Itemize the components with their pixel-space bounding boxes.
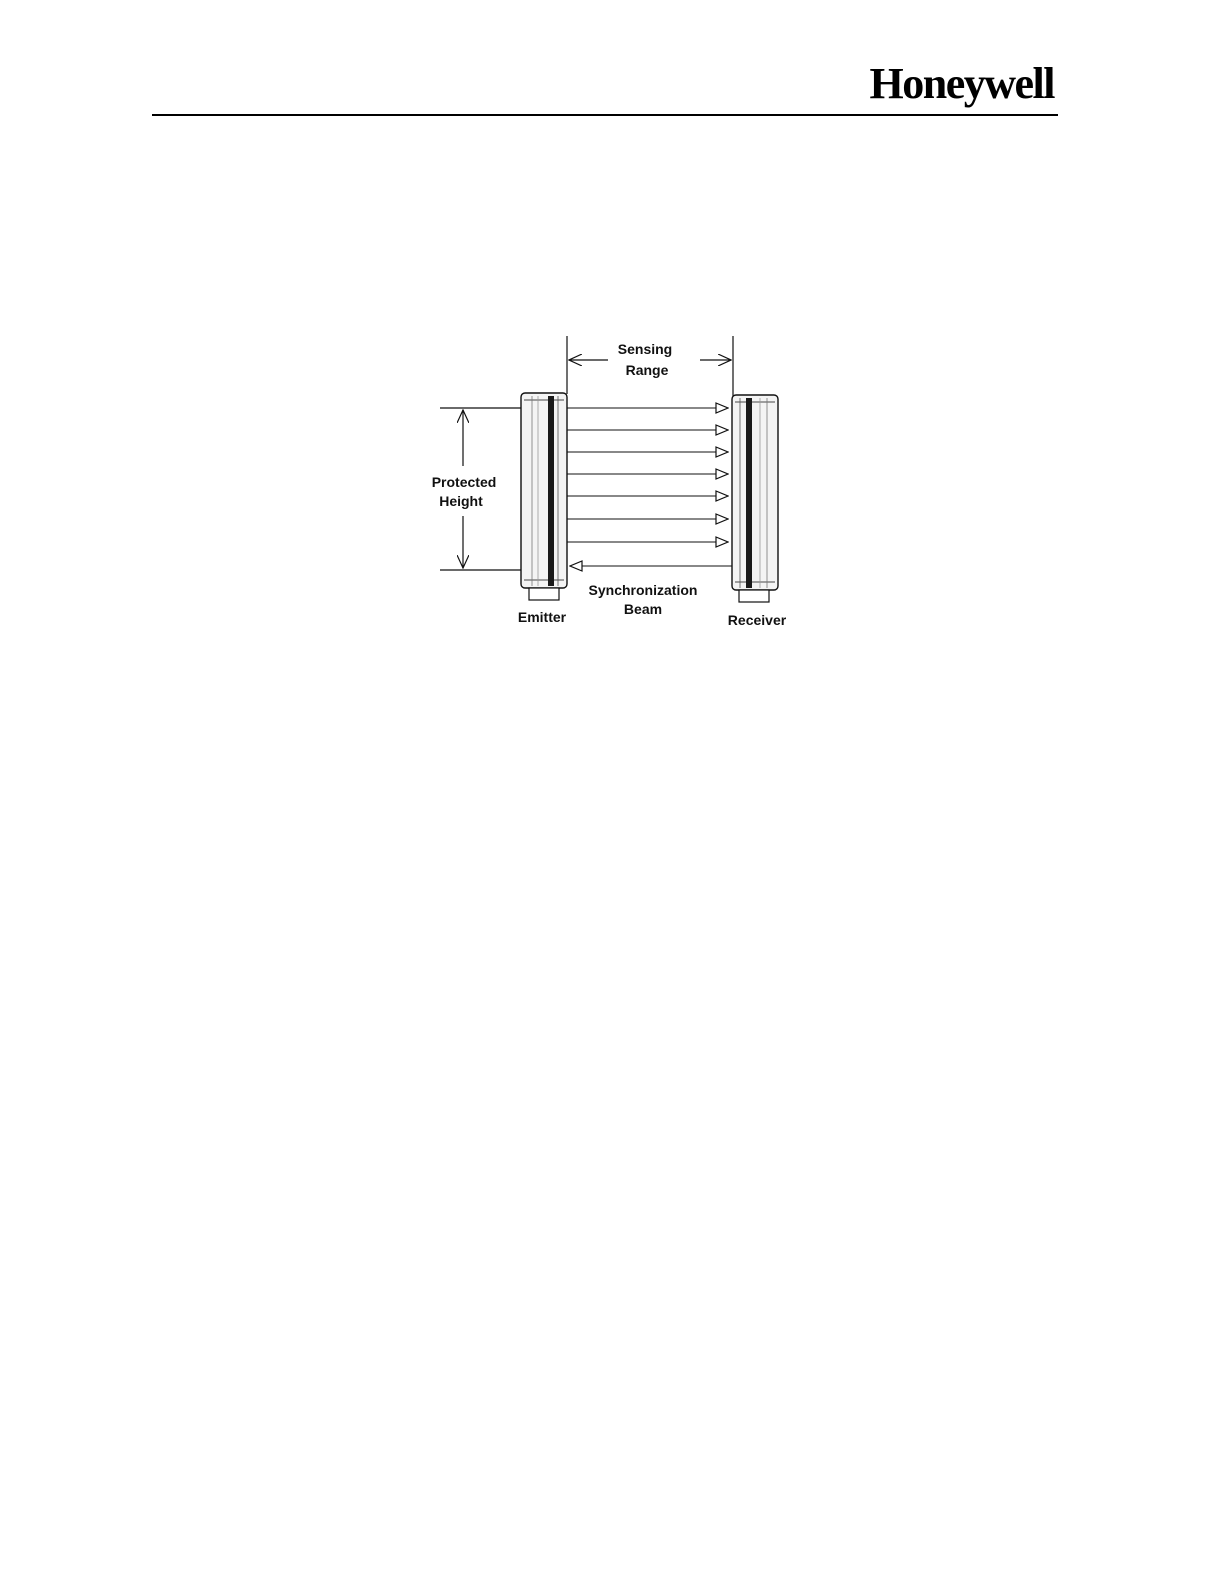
- receiver-label: Receiver: [728, 612, 787, 628]
- sync-beam-label-line1: Synchronization: [589, 582, 698, 598]
- emitter-unit: [521, 393, 567, 600]
- honeywell-logo: Honeywell: [842, 62, 1054, 106]
- protected-height-label-line2: Height: [439, 493, 483, 509]
- protected-height-label-line1: Protected: [432, 474, 497, 490]
- light-curtain-diagram: Sensing Range Protected Height: [410, 330, 810, 640]
- light-beams: [567, 408, 728, 542]
- sync-beam-label-line2: Beam: [624, 601, 662, 617]
- diagram-svg: Sensing Range Protected Height: [410, 330, 810, 640]
- header-rule: [152, 114, 1058, 116]
- sensing-range-label-line1: Sensing: [618, 341, 672, 357]
- sensing-range-label-line2: Range: [626, 362, 669, 378]
- receiver-unit: [732, 395, 778, 602]
- emitter-label: Emitter: [518, 609, 567, 625]
